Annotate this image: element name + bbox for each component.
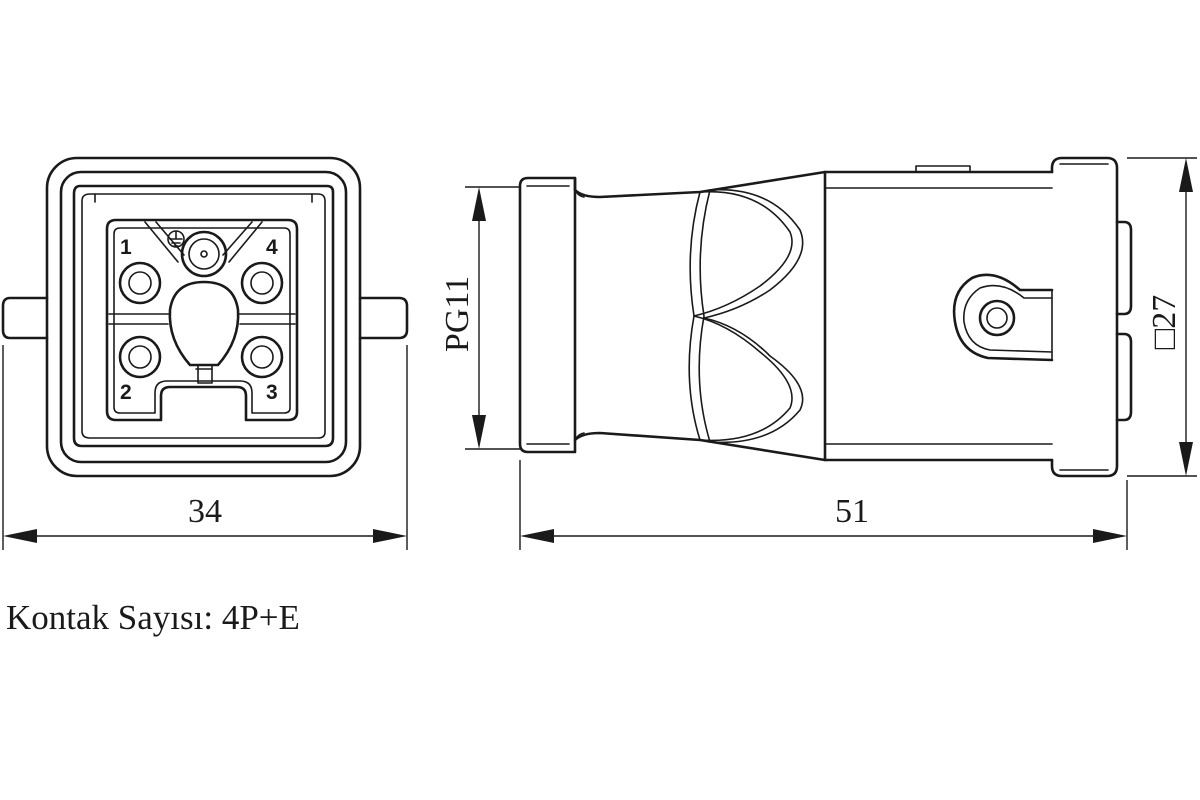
screw-lug (952, 273, 1054, 362)
pin-label-4: 4 (266, 236, 278, 259)
cable-entry-ring (518, 176, 577, 454)
housing-outer (45, 156, 362, 478)
contact-insert (105, 218, 299, 422)
right-stud (358, 296, 409, 340)
screw-head (978, 299, 1016, 337)
dimension-label-square-27: □27 (1146, 295, 1183, 350)
contact-4 (240, 261, 284, 305)
contact-1 (118, 261, 162, 305)
insert-recess (72, 184, 335, 448)
dimension-flange-square: □27 (1127, 157, 1197, 477)
pin-label-1: 1 (120, 236, 132, 259)
body-outline (573, 170, 1054, 462)
contact-2 (118, 335, 162, 379)
contact-3 (240, 335, 284, 379)
dimension-label-34: 34 (188, 493, 222, 530)
dimension-label-pg11: PG11 (439, 276, 476, 352)
front-view: 1 4 2 3 (1, 156, 409, 478)
flange-bump-top (1115, 220, 1133, 316)
dimension-cable-gland: PG11 (439, 186, 520, 450)
coding-keyhole (168, 280, 240, 367)
top-latch (915, 165, 971, 173)
contact-count-caption: Kontak Sayısı: 4P+E (6, 598, 300, 637)
pin-label-2: 2 (120, 381, 132, 404)
side-view (518, 156, 1133, 478)
pin-label-3: 3 (266, 381, 278, 404)
ground-symbol-icon (167, 230, 185, 248)
dimension-body-length: 51 (519, 460, 1128, 550)
earth-contact (180, 230, 228, 278)
flange (1050, 156, 1119, 478)
housing-inner (59, 170, 348, 464)
left-stud (1, 296, 49, 340)
dimension-front-width: 34 (2, 345, 408, 550)
dimension-label-51: 51 (835, 493, 869, 530)
flange-bump-bottom (1115, 332, 1133, 422)
